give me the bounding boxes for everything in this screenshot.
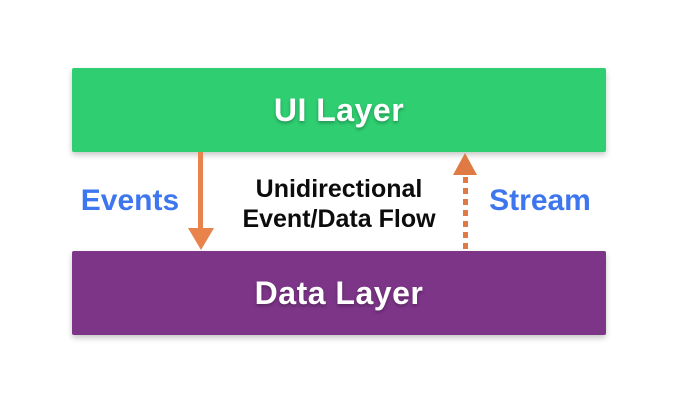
events-arrow-down-icon [188,152,214,250]
flow-caption-line1: Unidirectional [255,175,423,203]
flow-caption: Unidirectional Event/Data Flow [214,174,464,234]
ui-layer-box: UI Layer [72,68,606,152]
data-layer-label: Data Layer [254,274,424,311]
events-arrow-shaft [198,152,203,229]
ui-layer-label: UI Layer [273,91,405,128]
stream-arrow-up-icon [453,153,477,251]
events-label: Events [80,184,180,217]
events-arrowhead-icon [188,228,214,250]
stream-label: Stream [489,184,591,217]
flow-caption-line2: Event/Data Flow [242,205,436,233]
stream-arrowhead-icon [453,153,477,175]
stream-arrow-dashed-shaft [463,177,468,251]
data-layer-box: Data Layer [72,251,606,335]
